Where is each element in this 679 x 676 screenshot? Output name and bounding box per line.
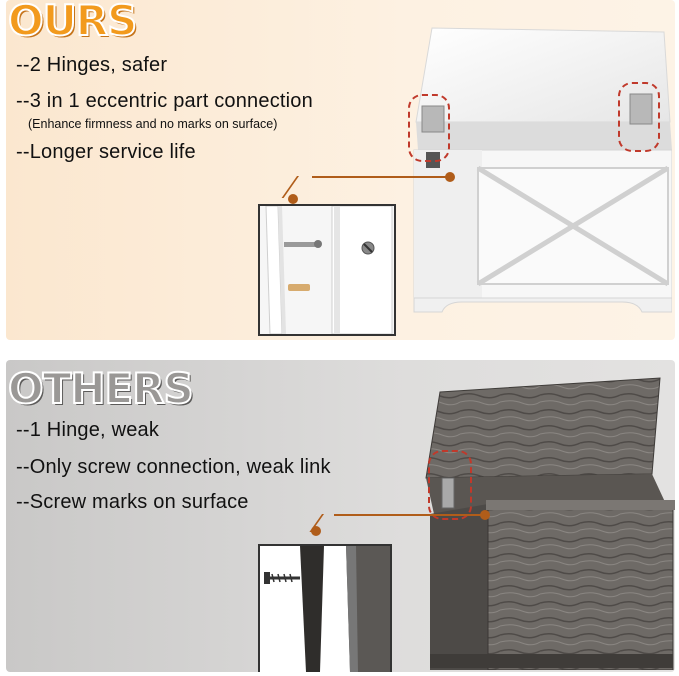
eccentric-connector-diagram bbox=[260, 206, 394, 334]
ours-feature-hinges: --2 Hinges, safer bbox=[16, 54, 168, 76]
ours-feature-note: (Enhance firmness and no marks on surfac… bbox=[28, 117, 278, 131]
ours-callout-line bbox=[312, 176, 450, 178]
others-feature-screw: --Only screw connection, weak link bbox=[16, 456, 331, 478]
others-feature-hinge: --1 Hinge, weak bbox=[16, 419, 160, 441]
others-feature-marks: --Screw marks on surface bbox=[16, 491, 249, 513]
others-callout-line bbox=[334, 514, 484, 516]
ours-connection-detail bbox=[258, 204, 396, 336]
screw-connection-diagram bbox=[260, 546, 390, 672]
white-storage-bench-image bbox=[413, 27, 672, 313]
others-callout-dot bbox=[480, 510, 490, 520]
ours-hinge-highlight-left bbox=[408, 94, 450, 162]
others-heading: OTHERS bbox=[7, 363, 195, 414]
ours-callout-dot bbox=[445, 172, 455, 182]
others-callout-dot-end bbox=[311, 526, 321, 536]
others-screw-detail bbox=[258, 544, 392, 672]
others-panel: OTHERS --1 Hinge, weak --Only screw conn… bbox=[6, 360, 675, 672]
ours-callout-dot-end bbox=[288, 194, 298, 204]
ours-panel: OURS --2 Hinges, safer --3 in 1 eccentri… bbox=[6, 0, 675, 340]
ours-feature-connection: --3 in 1 eccentric part connection bbox=[16, 90, 313, 112]
ours-feature-service-life: --Longer service life bbox=[16, 141, 196, 163]
ours-heading: OURS bbox=[7, 0, 138, 46]
ours-hinge-highlight-right bbox=[618, 82, 660, 152]
gray-storage-bench-image bbox=[425, 377, 675, 670]
others-hinge-highlight bbox=[428, 450, 472, 520]
